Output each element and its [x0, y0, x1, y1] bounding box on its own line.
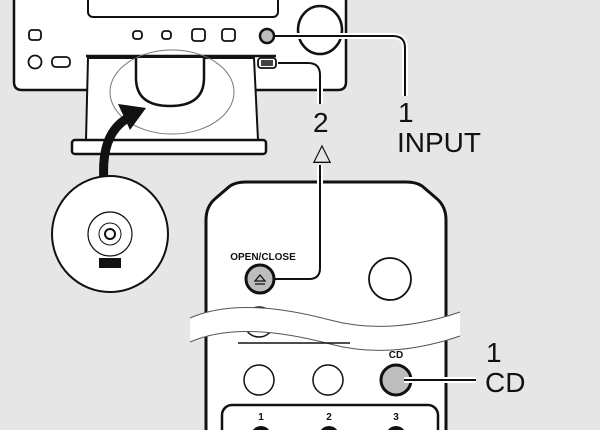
open-close-label: OPEN/CLOSE — [230, 252, 296, 263]
eject-button[interactable] — [261, 60, 273, 66]
numpad — [220, 403, 440, 430]
numpad-key-2-label: 2 — [326, 412, 332, 423]
open-close-button[interactable] — [244, 263, 276, 295]
numpad-key-1-label: 1 — [258, 412, 264, 423]
remote-button[interactable] — [243, 364, 275, 396]
input-step-number: 1 — [398, 97, 414, 128]
cd-callout-label: CD — [485, 367, 525, 398]
unit-button — [51, 56, 71, 68]
compact-disc-logo — [99, 258, 121, 268]
eject-symbol: △ — [313, 139, 332, 166]
open-close-leader-line — [262, 165, 321, 280]
eject-icon — [253, 273, 267, 285]
disc-tray — [70, 49, 268, 156]
input-label: INPUT — [397, 127, 481, 158]
cutaway-band — [190, 307, 460, 351]
unit-button — [132, 30, 143, 40]
numpad-key-2[interactable] — [319, 426, 339, 430]
tray-front — [70, 138, 268, 156]
remote-control: OPEN/CLOSE CD 1 2 3 — [189, 165, 476, 430]
volume-knob — [296, 4, 344, 56]
numpad-key-3[interactable] — [386, 426, 406, 430]
unit-button — [191, 28, 206, 42]
eject-leader-line — [278, 62, 321, 104]
numpad-key-3-label: 3 — [393, 412, 399, 423]
input-leader-line — [275, 35, 406, 96]
remote-button[interactable] — [312, 364, 344, 396]
compact-disc — [51, 175, 169, 293]
cd-button-label: CD — [389, 350, 403, 361]
unit-button — [27, 54, 43, 70]
eject-step-number: 2 — [313, 107, 329, 138]
unit-button — [161, 30, 172, 40]
unit-button — [28, 29, 42, 41]
unit-button — [221, 28, 236, 42]
input-button[interactable] — [258, 27, 276, 45]
cd-step-number: 1 — [486, 337, 502, 368]
display-window — [87, 0, 279, 18]
insert-arrow-icon — [99, 104, 146, 183]
remote-button[interactable] — [368, 257, 412, 301]
numpad-key-1[interactable] — [251, 426, 271, 430]
